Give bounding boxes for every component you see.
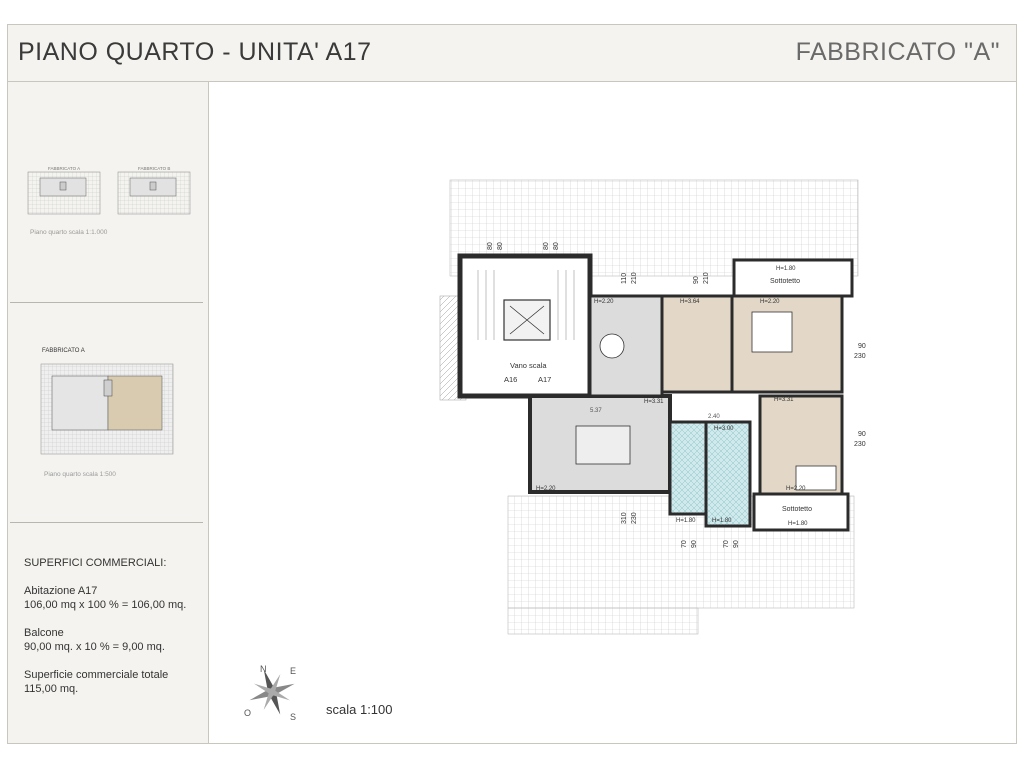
- balcony-area-label: Balcone: [24, 627, 64, 639]
- bathroom-2: [704, 420, 752, 528]
- total-area-label: Superficie commerciale totale: [24, 669, 169, 681]
- page-title: PIANO QUARTO - UNITA' A17: [18, 38, 372, 66]
- dim-90-c: 90: [858, 431, 866, 438]
- dim-90-b: 90: [858, 343, 866, 350]
- single-bed: [795, 465, 837, 491]
- corridor-height: H=3.31: [774, 397, 794, 403]
- elevator: [503, 299, 551, 341]
- unit-a16-label: A16: [504, 375, 517, 384]
- living-height: H=3.31: [644, 399, 664, 405]
- building-plan-thumbnail: [40, 363, 174, 455]
- dim-corridor: 2.40: [708, 414, 720, 420]
- dim-70-a: 70: [681, 540, 688, 548]
- balcony-area-value: 90,00 mq. x 10 % = 9,00 mq.: [24, 641, 165, 653]
- sidebar-divider-2: [10, 522, 203, 523]
- dim-80-a: 80: [487, 242, 494, 250]
- attic-north-height: H=1.80: [776, 266, 796, 272]
- key-plan-thumbnails: [27, 171, 191, 215]
- unit-highlight: [107, 375, 163, 431]
- bathroom-height: H=3.00: [714, 426, 734, 432]
- compass-n: N: [260, 664, 267, 674]
- compass-o: O: [244, 708, 251, 718]
- living-south-height: H=2.20: [536, 486, 556, 492]
- header-bar: [8, 25, 1016, 82]
- attic-south-label: Sottotetto: [782, 506, 812, 513]
- unit-area-value: 106,00 mq x 100 % = 106,00 mq.: [24, 599, 187, 611]
- dimension-labels: 80 80 80 80 110 210 90 210 90 230 90 230…: [487, 242, 866, 548]
- dim-230-c: 230: [631, 512, 638, 524]
- key-plan-label-a: FABBRICATO A: [48, 166, 81, 171]
- attic-south: [752, 492, 850, 532]
- key-plan-scale: Piano quarto scala 1:1.000: [30, 229, 108, 236]
- key-plan-building-a: [27, 171, 101, 215]
- compass-rose: N E S O: [244, 664, 296, 722]
- unit-area-label: Abitazione A17: [24, 585, 98, 597]
- dim-70-b: 70: [723, 540, 730, 548]
- sidebar-divider: [10, 302, 203, 303]
- dim-80-d: 80: [553, 242, 560, 250]
- dining-table: [599, 333, 625, 359]
- kitchen-height: H=2.20: [594, 299, 614, 305]
- dim-90-a: 90: [693, 276, 700, 284]
- dim-210-b: 210: [703, 272, 710, 284]
- stair-label: Vano scala: [510, 361, 547, 370]
- building-title: FABBRICATO "A": [795, 38, 1000, 66]
- dim-90-d: 90: [691, 540, 698, 548]
- dim-230-b: 230: [854, 441, 866, 448]
- bedroom-south-height: H=2.20: [786, 486, 806, 492]
- building-plan-label: FABBRICATO A: [42, 348, 85, 354]
- scale-label: scala 1:100: [326, 702, 393, 717]
- bathroom-1: [668, 420, 708, 516]
- building-plan-scale: Piano quarto scala 1:500: [44, 471, 116, 478]
- dim-living: 5.37: [590, 408, 602, 414]
- key-plan-building-b: [117, 171, 191, 215]
- compass-s: S: [290, 712, 296, 722]
- double-bed: [751, 311, 793, 353]
- total-area-value: 115,00 mq.: [24, 683, 79, 695]
- areas-heading: SUPERFICI COMMERCIALI:: [24, 557, 167, 569]
- floor-plan: Vano scala A16 A17 Sottotetto H=1.80 Sot…: [439, 179, 866, 635]
- dim-230-a: 230: [854, 353, 866, 360]
- key-plan-label-b: FABBRICATO B: [138, 166, 171, 171]
- sofa: [575, 425, 631, 465]
- attic-south-height: H=1.80: [788, 521, 808, 527]
- bathroom-2-height: H=1.80: [712, 518, 732, 524]
- bedroom-small-height: H=3.64: [680, 299, 700, 305]
- terrace-south-lower: [507, 607, 699, 635]
- dim-80-b: 80: [497, 242, 504, 250]
- compass-e: E: [290, 666, 296, 676]
- bathroom-1-height: H=1.80: [676, 518, 696, 524]
- bedroom-master-height: H=2.20: [760, 299, 780, 305]
- attic-north: [732, 258, 854, 298]
- dim-90-e: 90: [733, 540, 740, 548]
- dim-210-a: 210: [631, 272, 638, 284]
- attic-north-label: Sottotetto: [770, 278, 800, 285]
- dim-80-c: 80: [543, 242, 550, 250]
- dim-110: 110: [621, 273, 628, 284]
- bedroom-small: [660, 294, 734, 394]
- unit-a17-label: A17: [538, 375, 551, 384]
- dim-310: 310: [621, 512, 628, 524]
